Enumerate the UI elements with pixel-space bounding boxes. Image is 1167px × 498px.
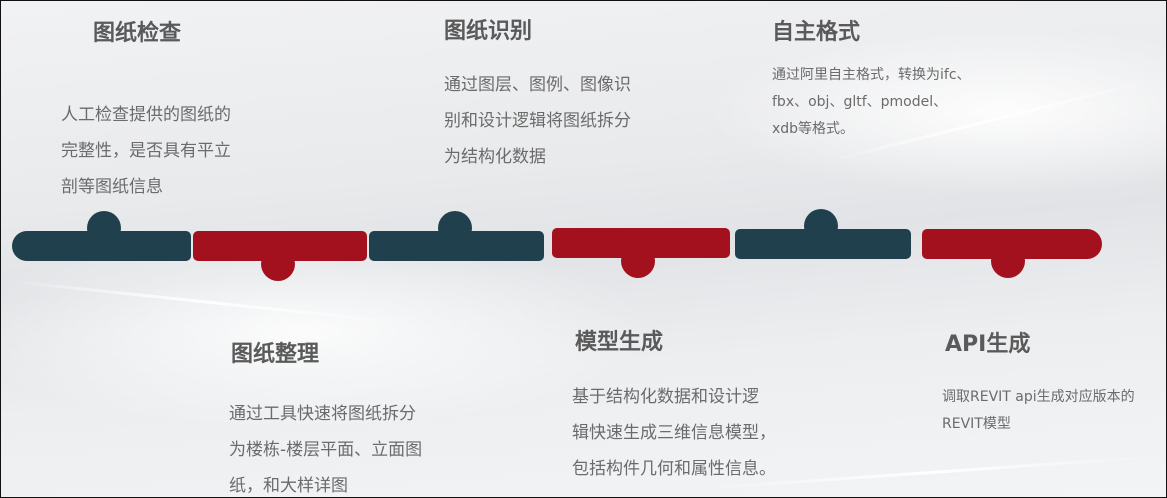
step-desc-api-generation: 调取REVIT api生成对应版本的 REVIT模型 [942, 389, 1135, 432]
timeline-segment-3 [369, 231, 544, 261]
timeline-segment-1 [12, 231, 191, 261]
step-title-drawing-organize: 图纸整理 [231, 342, 320, 367]
light-streak [1, 279, 421, 326]
step-title-drawing-check: 图纸检查 [93, 21, 182, 46]
timeline-segment-2 [193, 231, 367, 261]
step-desc-drawing-check: 人工检查提供的图纸的 完整性，是否具有平立 剖等图纸信息 [61, 105, 231, 197]
timeline-segment-6 [922, 229, 1102, 259]
step-title-drawing-recognition: 图纸识别 [444, 19, 533, 44]
step-title-model-generation: 模型生成 [575, 330, 664, 355]
timeline-segment-4 [552, 228, 730, 258]
step-desc-drawing-recognition: 通过图层、图例、图像识 别和设计逻辑将图纸拆分 为结构化数据 [444, 75, 631, 167]
step-desc-drawing-organize: 通过工具快速将图纸拆分 为楼栋-楼层平面、立面图 纸，和大样详图 [229, 404, 423, 496]
step-desc-own-format: 通过阿里自主格式，转换为ifc、 fbx、obj、gltf、pmodel、 xd… [772, 67, 971, 137]
step-desc-model-generation: 基于结构化数据和设计逻 辑快速生成三维信息模型， 包括构件几何和属性信息。 [572, 387, 776, 479]
step-title-own-format: 自主格式 [772, 20, 861, 45]
step-title-api-generation: API生成 [945, 332, 1031, 357]
timeline-segment-5 [735, 229, 911, 259]
